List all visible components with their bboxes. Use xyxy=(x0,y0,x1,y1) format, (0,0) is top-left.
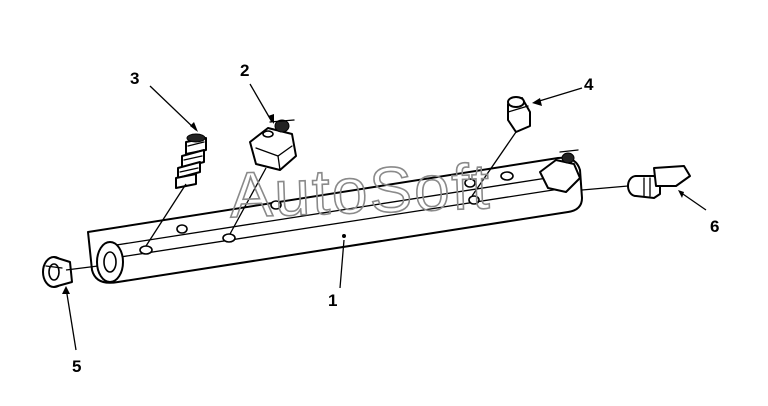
callout-1: 1 xyxy=(328,291,337,310)
threaded-nipple xyxy=(175,133,207,189)
callout-3: 3 xyxy=(130,69,139,88)
assembly-lines xyxy=(65,131,629,271)
callout-5: 5 xyxy=(72,357,81,376)
fitting-nut xyxy=(249,119,297,171)
angled-connector xyxy=(627,165,691,199)
watermark-text: AutoSoft xyxy=(228,150,492,231)
callout-2: 2 xyxy=(240,61,249,80)
end-plug xyxy=(42,256,73,288)
callout-4: 4 xyxy=(584,75,594,94)
callout-6: 6 xyxy=(710,217,719,236)
cap-fitting xyxy=(507,96,531,133)
callout-leaders xyxy=(62,83,707,351)
